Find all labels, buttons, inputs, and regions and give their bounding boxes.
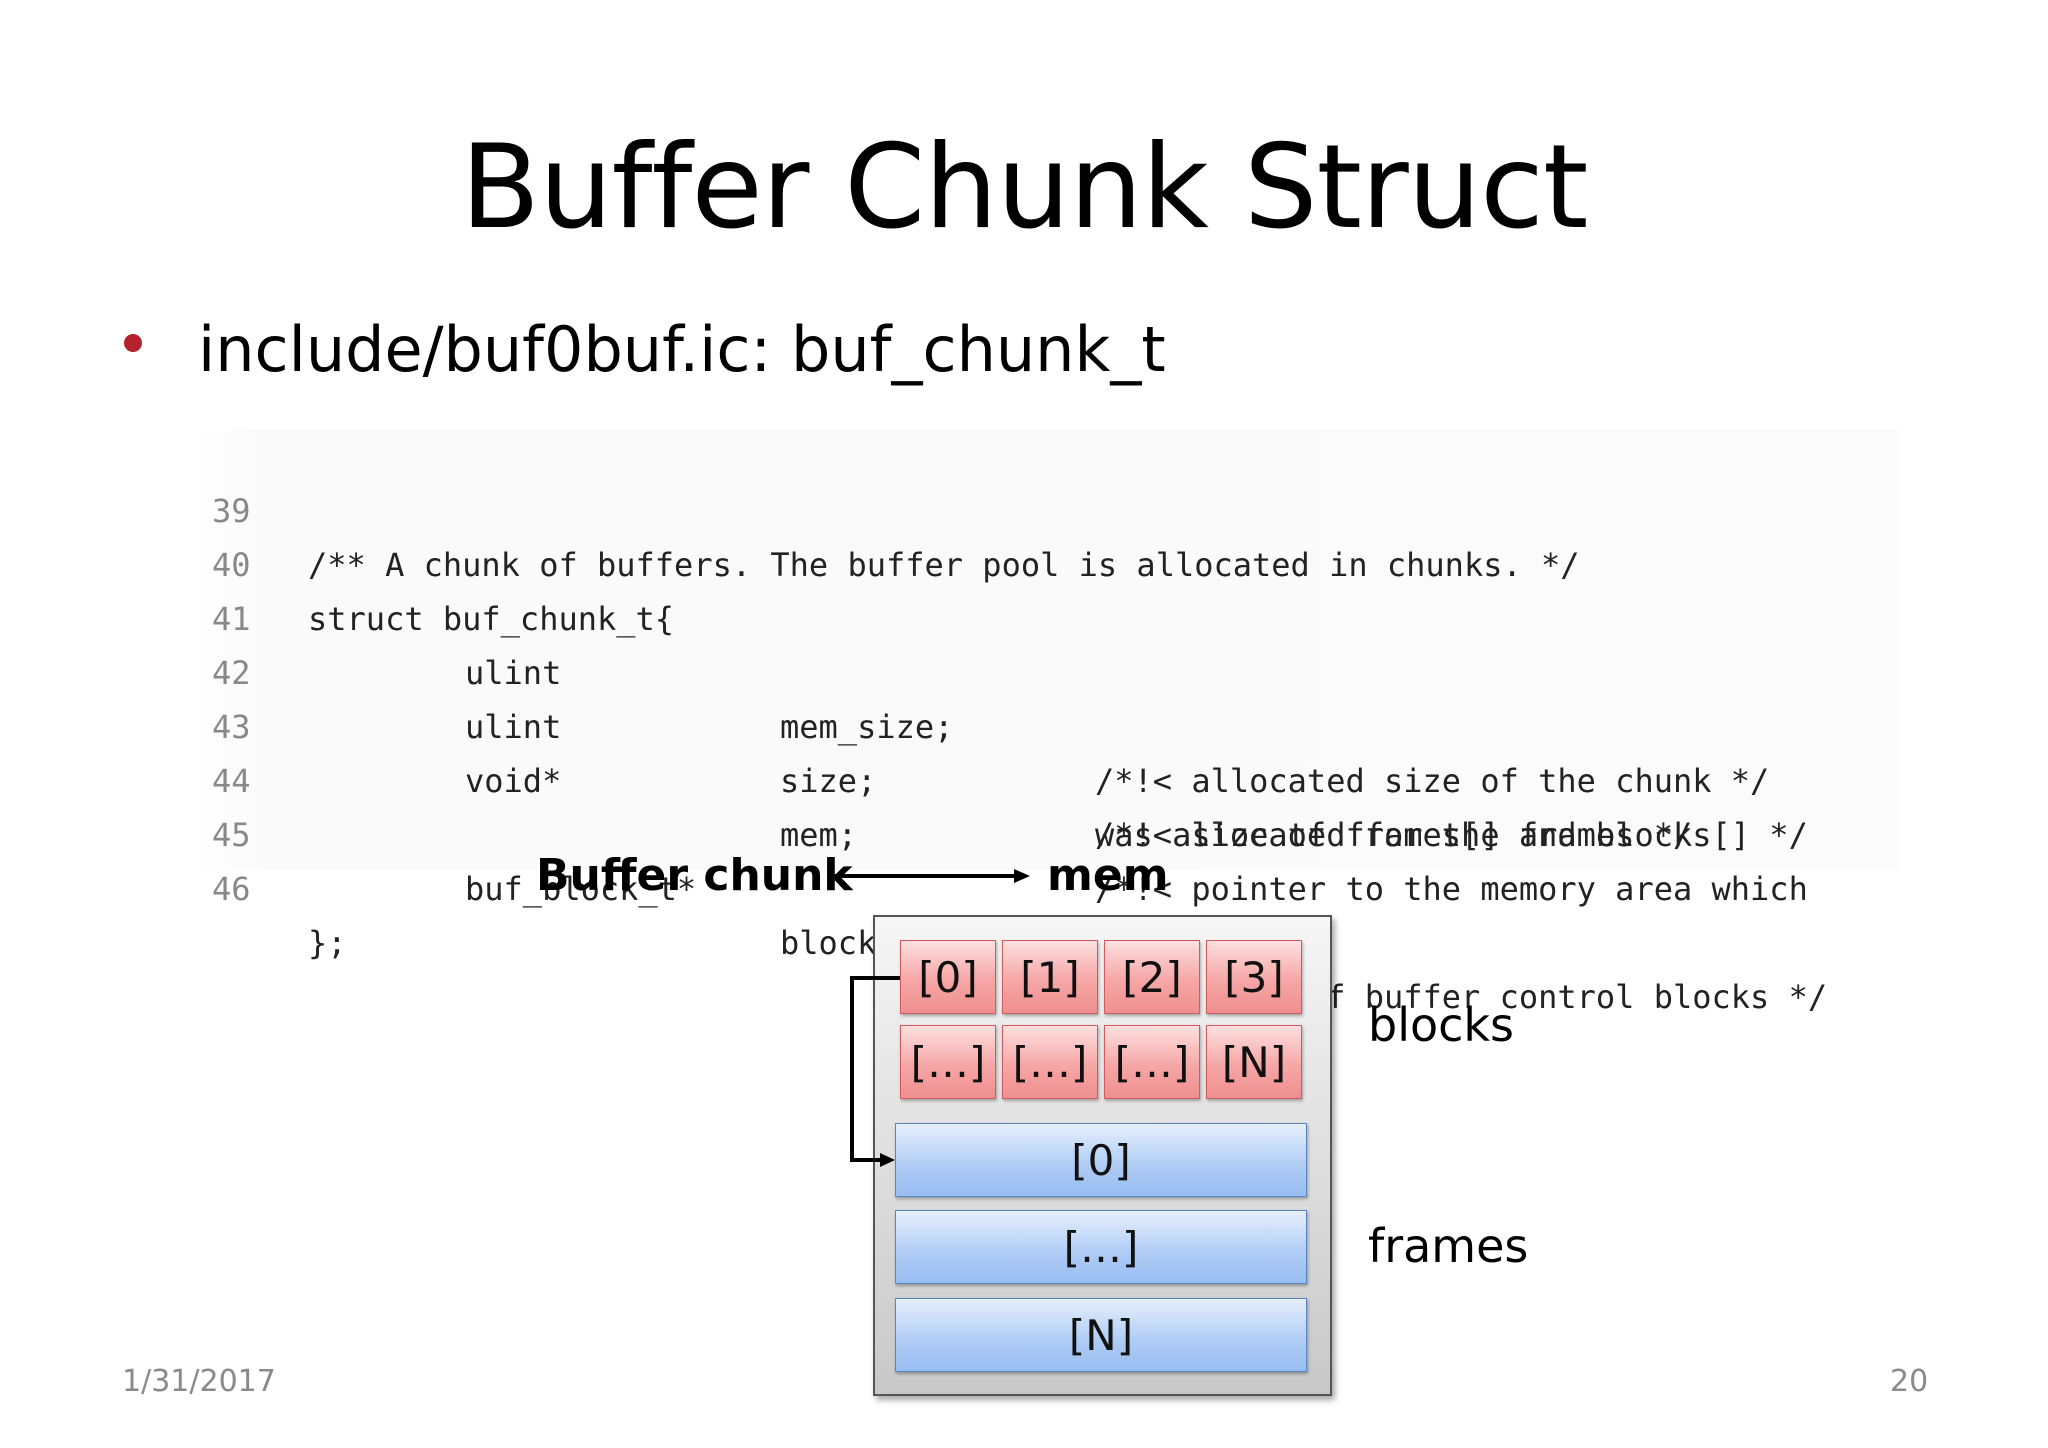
block-cell: […] (1002, 1025, 1098, 1099)
page-number: 20 (1890, 1364, 1929, 1399)
block-cell: [0] (900, 940, 996, 1014)
blocks-label: blocks (1368, 998, 1515, 1052)
code-line: 41 ulint mem_size; /*!< allocated size o… (190, 538, 1769, 800)
code-comment: /*!< pointer to the memory area which (1095, 870, 1808, 908)
line-number: 39 (212, 492, 251, 530)
code-line: 46 }; (190, 808, 347, 962)
buffer-chunk-label: Buffer chunk (536, 850, 853, 901)
frame-cell: […] (895, 1210, 1307, 1284)
code-line: 42 ulint size; /*!< size of frames[] and… (190, 592, 1808, 854)
bullet-text: include/buf0buf.ic: buf_chunk_t (198, 313, 1166, 386)
code-field: mem_size; (780, 708, 954, 746)
code-listing: 39 /** A chunk of buffers. The buffer po… (190, 430, 1900, 1016)
code-line: 44 was allocated for the frames */ (190, 700, 1692, 854)
line-number: 42 (212, 654, 251, 692)
code-comment: /*!< size of frames[] and blocks[] */ (1095, 816, 1808, 854)
code-comment: was allocated for the frames */ (1095, 816, 1693, 854)
frame-cell: [N] (895, 1298, 1307, 1372)
buffer-chunk-to-mem-arrow (830, 869, 1030, 883)
block-cell: [3] (1206, 940, 1302, 1014)
bullet-dot-icon (124, 334, 142, 352)
frame-cell: [0] (895, 1123, 1307, 1197)
code-type: void* (465, 762, 562, 800)
block-cell: […] (900, 1025, 996, 1099)
code-comment: /*!< allocated size of the chunk */ (1095, 762, 1770, 800)
code-type: ulint (465, 654, 562, 692)
block-cell: […] (1104, 1025, 1200, 1099)
frames-label: frames (1368, 1219, 1529, 1273)
code-text: /** A chunk of buffers. The buffer pool … (308, 546, 1580, 584)
line-number: 45 (212, 816, 251, 854)
block-cell: [2] (1104, 940, 1200, 1014)
footer-date: 1/31/2017 (122, 1364, 276, 1399)
line-number: 41 (212, 600, 251, 638)
line-number: 40 (212, 546, 251, 584)
line-number: 44 (212, 762, 251, 800)
code-line: 43 void* mem; /*!< pointer to the memory… (190, 646, 1808, 908)
code-line: 39 /** A chunk of buffers. The buffer po… (190, 430, 1580, 584)
code-type: buf_block_t* (465, 870, 697, 908)
slide-title: Buffer Chunk Struct (460, 120, 1589, 255)
code-text: struct buf_chunk_t{ (308, 600, 675, 638)
line-number: 43 (212, 708, 251, 746)
block-cell: [1] (1002, 940, 1098, 1014)
code-type: ulint (465, 708, 562, 746)
code-field: mem; (780, 816, 858, 854)
code-text: }; (308, 924, 347, 962)
code-line: 40 struct buf_chunk_t{ (190, 484, 674, 638)
code-field: size; (780, 762, 877, 800)
line-number: 46 (212, 870, 251, 908)
block-cell: [N] (1206, 1025, 1302, 1099)
mem-label: mem (1047, 850, 1169, 901)
block-to-frame-arrow (850, 976, 900, 1167)
